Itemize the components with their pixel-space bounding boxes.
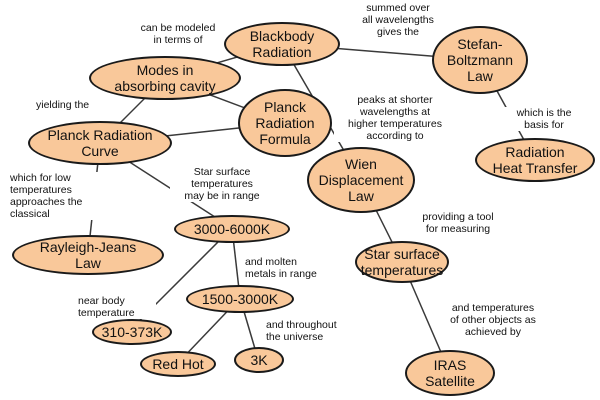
link-label-molten: and molten metals in range [243, 256, 333, 280]
link-label-basis: which is the basis for [500, 107, 588, 131]
node-3k: 3K [234, 347, 284, 373]
link-label-modeled: can be modeled in terms of [128, 22, 228, 46]
link-label-low-temp: which for low temperatures approaches th… [8, 172, 100, 220]
link-label-star-range: Star surface temperatures may be in rang… [170, 166, 274, 202]
node-wien-displacement-law: Wien Displacement Law [307, 147, 415, 213]
node-stefan-boltzmann-law: Stefan- Boltzmann Law [432, 26, 528, 94]
node-blackbody-radiation: Blackbody Radiation [224, 22, 340, 66]
node-planck-radiation-curve: Planck Radiation Curve [28, 121, 172, 165]
link-label-near-body: near body temperature [76, 295, 156, 319]
link-label-summed: summed over all wavelengths gives the [348, 2, 448, 38]
node-3000-6000k: 3000-6000K [174, 215, 290, 243]
node-rayleigh-jeans-law: Rayleigh-Jeans Law [12, 235, 164, 275]
node-1500-3000k: 1500-3000K [186, 285, 294, 313]
node-planck-radiation-formula: Planck Radiation Formula [238, 89, 332, 157]
link-label-throughout: and throughout the universe [264, 319, 350, 343]
link-label-peaks: peaks at shorter wavelengths at higher t… [334, 94, 456, 142]
node-star-surface-temperatures: Star surface temperatures [355, 241, 449, 283]
node-iras-satellite: IRAS Satellite [405, 350, 495, 396]
node-red-hot: Red Hot [140, 351, 216, 377]
node-radiation-heat-transfer: Radiation Heat Transfer [475, 138, 595, 182]
node-310-373k: 310-373K [92, 319, 172, 345]
link-label-tool: providing a tool for measuring [410, 211, 506, 235]
link-label-yielding: yielding the [34, 99, 114, 111]
link-label-other-objects: and temperatures of other objects as ach… [438, 302, 548, 338]
node-modes-in-absorbing-cavity: Modes in absorbing cavity [89, 56, 241, 100]
